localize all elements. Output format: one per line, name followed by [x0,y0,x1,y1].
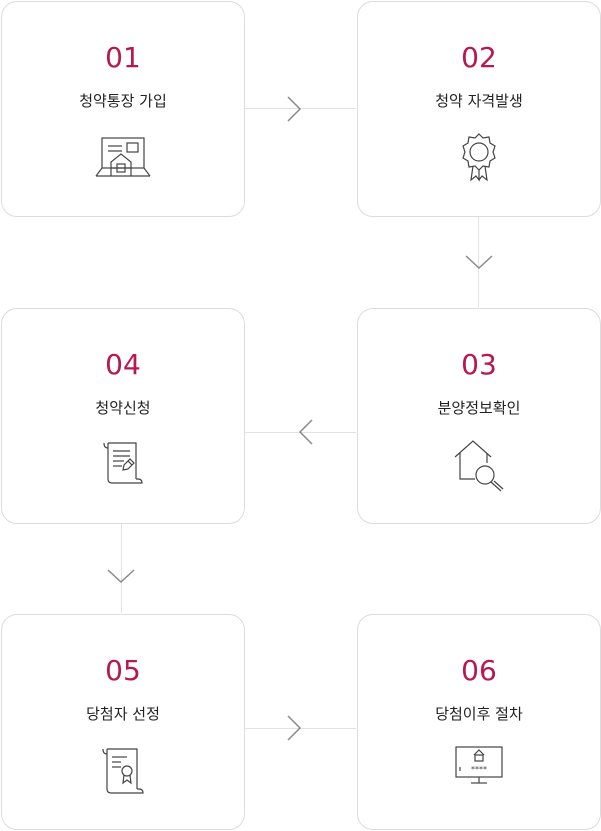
step-label: 청약통장 가입 [79,92,167,110]
step-label: 청약 자격발생 [435,92,523,110]
step-number: 03 [461,348,497,381]
house-document-icon [95,137,151,177]
step-number: 01 [105,41,141,74]
step-card-5: 05 당첨자 선정 [1,614,245,830]
step-number: 02 [461,41,497,74]
step-card-3: 03 분양정보확인 [357,308,601,524]
scroll-pen-icon [103,442,143,484]
chevron-left-icon [298,419,313,445]
chevron-right-icon [287,96,302,122]
svg-text:****: **** [471,765,487,774]
chevron-right-icon [287,715,302,741]
certificate-scroll-icon [102,748,144,794]
connector-4-5 [121,524,122,613]
step-card-6: 06 당첨이후 절차 **** [357,614,601,830]
step-card-4: 04 청약신청 [1,308,245,524]
step-label: 당첨이후 절차 [435,705,523,723]
step-label: 청약신청 [95,399,151,417]
chevron-down-icon [465,255,493,270]
chevron-down-icon [107,569,135,584]
monitor-password-icon: **** [455,746,503,784]
step-number: 05 [105,654,141,687]
step-label: 분양정보확인 [437,399,521,417]
house-search-icon [454,440,504,492]
step-card-1: 01 청약통장 가입 [1,1,245,217]
step-number: 06 [461,654,497,687]
step-number: 04 [105,348,141,381]
award-badge-icon [462,133,496,182]
step-card-2: 02 청약 자격발생 [357,1,601,217]
connector-2-3 [478,217,479,307]
step-label: 당첨자 선정 [86,705,160,723]
